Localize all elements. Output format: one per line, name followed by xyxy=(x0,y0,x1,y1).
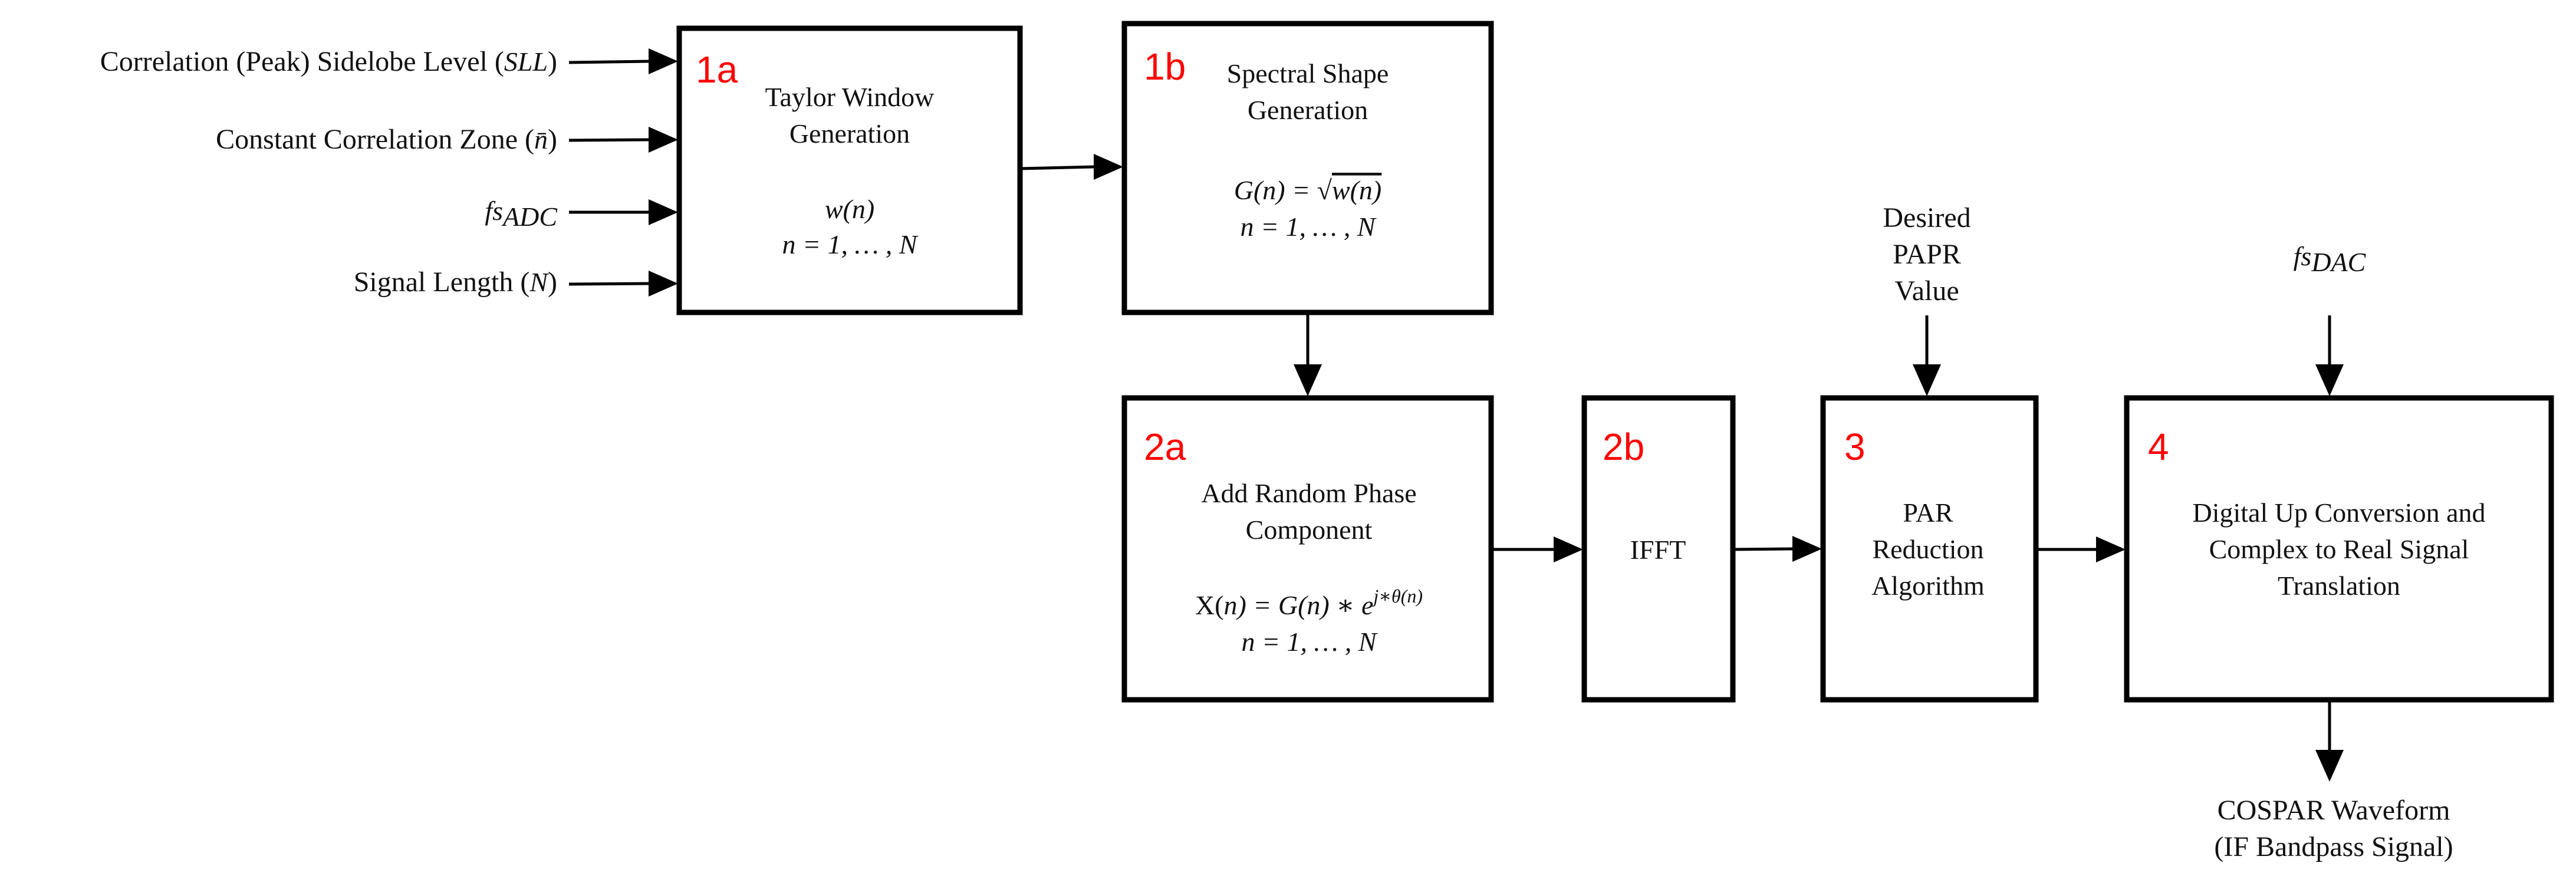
block-2b-title: IFFT xyxy=(1630,535,1686,565)
arrow-2b-to-3 xyxy=(1732,536,1822,562)
block-4-number: 4 xyxy=(2148,426,2169,468)
block-3-par-reduction: 3 PAR Reduction Algorithm xyxy=(1820,395,2039,703)
block-1a-title-line2: Generation xyxy=(789,118,910,149)
papr-line3: Value xyxy=(1894,275,1959,307)
input-ccz-label: Constant Correlation Zone (n̄) xyxy=(216,124,557,155)
block-3-title-line1: PAR xyxy=(1903,498,1953,528)
block-1b-eq1: G(n) = √w(n) xyxy=(1234,175,1381,205)
block-1b-title-line1: Spectral Shape xyxy=(1227,58,1389,88)
block-2a-number: 2a xyxy=(1144,426,1186,468)
input-fs-adc-label: fsADC xyxy=(485,196,558,232)
block-1a-taylor-window: 1a Taylor Window Generation w(n) n = 1, … xyxy=(676,25,1023,315)
arrow-3-to-4 xyxy=(2036,536,2126,562)
block-3-title-line3: Algorithm xyxy=(1871,571,1985,601)
block-4-up-conversion: 4 Digital Up Conversion and Complex to R… xyxy=(2124,395,2554,703)
arrow-1a-to-1b xyxy=(1019,154,1123,180)
block-2b-number: 2b xyxy=(1603,426,1644,468)
block-2a-title-line2: Component xyxy=(1246,515,1373,545)
fs-dac-label: fsDAC xyxy=(2294,241,2367,277)
block-2a-eq1: X(n) = G(n) ∗ ej∗θ(n) xyxy=(1195,585,1423,620)
input-arrows xyxy=(568,48,678,297)
block-1a-eq2: n = 1, … , N xyxy=(782,229,918,259)
block-4-title-line2: Complex to Real Signal xyxy=(2209,534,2469,564)
block-2a-random-phase: 2a Add Random Phase Component X(n) = G(n… xyxy=(1121,395,1494,703)
block-1b-spectral-shape: 1b Spectral Shape Generation G(n) = √w(n… xyxy=(1121,21,1494,315)
papr-line1: Desired xyxy=(1883,202,1970,233)
fs-dac-input: fsDAC xyxy=(2294,241,2367,396)
input-signal-length-label: Signal Length (N) xyxy=(354,266,557,298)
papr-input: Desired PAPR Value xyxy=(1883,202,1971,396)
output-line2: (IF Bandpass Signal) xyxy=(2214,831,2453,862)
block-1b-title-line2: Generation xyxy=(1248,95,1368,125)
papr-line2: PAPR xyxy=(1893,239,1961,270)
arrow-2a-to-2b xyxy=(1491,536,1583,562)
block-1a-eq1: w(n) xyxy=(825,194,874,224)
block-3-number: 3 xyxy=(1844,426,1866,468)
input-sll-label: Correlation (Peak) Sidelobe Level (SLL) xyxy=(100,46,557,77)
block-1a-number: 1a xyxy=(696,48,738,91)
block-1a-title-line1: Taylor Window xyxy=(765,82,935,112)
block-4-title-line3: Translation xyxy=(2278,571,2400,601)
block-1b-eq2: n = 1, … , N xyxy=(1240,212,1376,242)
block-4-title-line1: Digital Up Conversion and xyxy=(2193,498,2486,528)
output: COSPAR Waveform (IF Bandpass Signal) xyxy=(2214,702,2453,862)
block-2b-ifft: 2b IFFT xyxy=(1581,395,1736,703)
block-3-title-line2: Reduction xyxy=(1872,534,1983,564)
block-2a-title-line1: Add Random Phase xyxy=(1201,478,1416,508)
block-1b-number: 1b xyxy=(1144,45,1186,88)
arrow-1b-to-2a xyxy=(1294,315,1322,396)
output-line1: COSPAR Waveform xyxy=(2218,795,2450,826)
block-2a-eq2: n = 1, … , N xyxy=(1241,627,1377,657)
